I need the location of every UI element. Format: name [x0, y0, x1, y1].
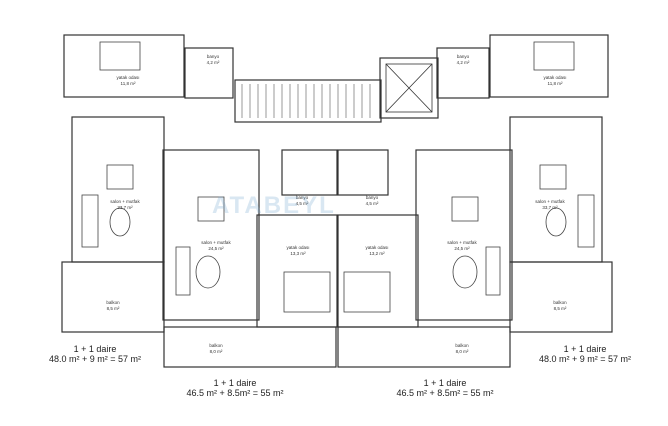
balcony-center-left-wall [163, 326, 337, 368]
balcony-center-right-name: balkon [455, 343, 469, 348]
caption-right: 1 + 1 daire 48.0 m² + 9 m² = 57 m² [520, 344, 650, 364]
caption-center-right: 1 + 1 daire 46.5 m² + 8.5m² = 55 m² [380, 378, 510, 398]
salon-center-left-wall [162, 149, 260, 321]
coffee-table-right [545, 207, 567, 237]
bedroom-center-left-area: 13,3 m² [290, 251, 306, 256]
bath-center-left-area: 4,5 m² [296, 201, 309, 206]
balcony-center-left-area: 8,0 m² [210, 349, 223, 354]
coffee-table-center-right [452, 255, 478, 289]
watermark: ATABEYL [212, 192, 336, 219]
dining-table-center-right [451, 196, 479, 222]
caption-center-left-area: 46.5 m² + 8.5m² = 55 m² [186, 388, 284, 398]
stair-core [234, 79, 382, 123]
bedroom-right-name: yatak odası [543, 75, 566, 80]
bedroom-center-right-name: yatak odası [365, 245, 388, 250]
sofa-left [81, 194, 99, 248]
elevator-shaft [379, 57, 439, 119]
balcony-center-left-name: balkon [209, 343, 223, 348]
salon-left-area: 33,7 m² [117, 205, 133, 210]
bath-right-wall [436, 47, 490, 99]
balcony-right-name: balkon [553, 300, 567, 305]
balcony-right-wall [509, 261, 613, 333]
bath-center-left-wall [281, 149, 338, 196]
bedroom-left-name: yatak odası [116, 75, 139, 80]
salon-right-area: 33,7 m² [542, 205, 558, 210]
balcony-center-right-area: 8,0 m² [456, 349, 469, 354]
caption-center-right-title: 1 + 1 daire [423, 378, 467, 388]
bed-left [99, 41, 141, 71]
bedroom-center-right-area: 13,2 m² [369, 251, 385, 256]
bed-center-left [283, 271, 331, 313]
bath-left-area: 4,2 m² [207, 60, 220, 65]
caption-left-area: 48.0 m² + 9 m² = 57 m² [48, 354, 142, 364]
caption-right-title: 1 + 1 daire [563, 344, 607, 354]
salon-center-left-area: 24,5 m² [208, 246, 224, 251]
caption-right-area: 48.0 m² + 9 m² = 57 m² [538, 354, 632, 364]
salon-right-wall [509, 116, 603, 263]
dining-table-left [106, 164, 134, 190]
salon-center-right-name: salon + mutfak [447, 240, 477, 245]
salon-center-right-wall [415, 149, 513, 321]
caption-center-left-title: 1 + 1 daire [213, 378, 257, 388]
bedroom-center-left-name: yatak odası [286, 245, 309, 250]
bed-right [533, 41, 575, 71]
bath-center-left-name: banyo [296, 195, 309, 200]
salon-left-wall [71, 116, 165, 263]
caption-center-left: 1 + 1 daire 46.5 m² + 8.5m² = 55 m² [170, 378, 300, 398]
coffee-table-center-left [195, 255, 221, 289]
sofa-right [577, 194, 595, 248]
bath-center-right-wall [337, 149, 389, 196]
salon-right-name: salon + mutfak [535, 199, 565, 204]
sofa-center-left [175, 246, 191, 296]
elevator-cross [385, 63, 433, 113]
caption-center-right-area: 46.5 m² + 8.5m² = 55 m² [396, 388, 494, 398]
bath-right-name: banyo [457, 54, 470, 59]
balcony-right-area: 8,5 m² [554, 306, 567, 311]
bath-center-right-area: 4,5 m² [366, 201, 379, 206]
coffee-table-left [109, 207, 131, 237]
sofa-center-right [485, 246, 501, 296]
balcony-center-right-wall [337, 326, 511, 368]
bedroom-left-wall [63, 34, 185, 98]
bath-left-name: banyo [207, 54, 220, 59]
balcony-left-name: balkon [106, 300, 120, 305]
bedroom-center-right-wall [337, 214, 419, 328]
balcony-left-wall [61, 261, 165, 333]
bedroom-left-area: 11,8 m² [121, 81, 136, 86]
dining-table-right [539, 164, 567, 190]
bath-right-area: 4,2 m² [457, 60, 470, 65]
salon-left-name: salon + mutfak [110, 199, 140, 204]
balcony-left-area: 8,5 m² [107, 306, 120, 311]
bedroom-center-left-wall [256, 214, 338, 328]
bath-center-right-name: banyo [366, 195, 379, 200]
salon-center-left-name: salon + mutfak [201, 240, 231, 245]
caption-left: 1 + 1 daire 48.0 m² + 9 m² = 57 m² [30, 344, 160, 364]
salon-center-right-area: 24,5 m² [454, 246, 470, 251]
bedroom-right-area: 11,8 m² [548, 81, 563, 86]
bath-left-wall [184, 47, 234, 99]
bed-center-right [343, 271, 391, 313]
bedroom-right-wall [489, 34, 609, 98]
dining-table-center-left [197, 196, 225, 222]
caption-left-title: 1 + 1 daire [73, 344, 117, 354]
